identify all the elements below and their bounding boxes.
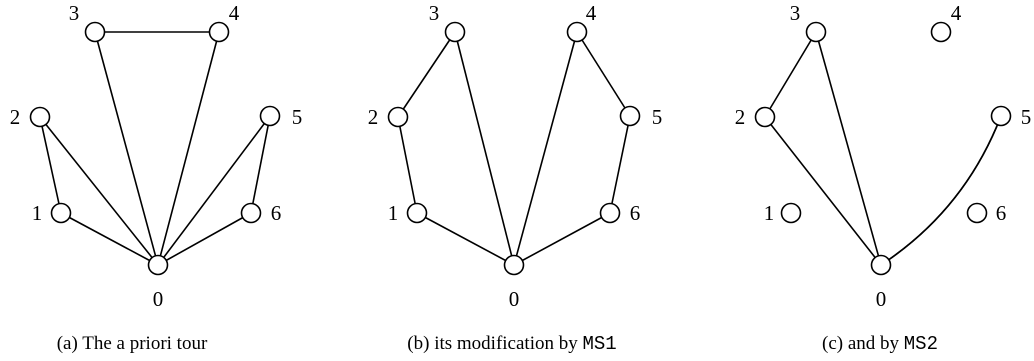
panel-a-edge-6-0: [157, 212, 252, 266]
panel-c-caption: (c) and by MS2: [822, 333, 938, 355]
panel-c-caption-tag: (c): [822, 333, 843, 354]
panel-a-node-label-5: 5: [292, 105, 303, 129]
panel-c-edge-3-0: [815, 31, 882, 266]
panel-a-edge-2-0: [39, 116, 159, 266]
panel-b-edge-4-5: [576, 31, 631, 117]
panel-b-edge-5-6: [609, 115, 631, 214]
panel-a-nodes: 0 1 2 3 4 5 6: [10, 1, 303, 311]
panel-a-node-5: [259, 105, 281, 127]
panel-b: 0 1 2 3 4 5 6 (b) its modification by MS1: [368, 1, 663, 355]
panel-c-edge-0-5-arc: [880, 115, 1002, 266]
panel-c-node-label-1: 1: [764, 201, 775, 225]
panel-c-node-3: [805, 21, 827, 43]
panel-b-edge-6-0: [513, 212, 611, 266]
panel-c-node-2: [754, 106, 776, 128]
panel-a-node-1: [50, 202, 72, 224]
panel-c-node-6-skipped: [966, 202, 988, 224]
panel-b-edges: [397, 31, 631, 266]
panel-b-nodes: 0 1 2 3 4 5 6: [368, 1, 663, 311]
panel-a-node-3: [84, 21, 106, 43]
panel-c-edge-0-2: [764, 116, 882, 266]
panel-c-node-label-5: 5: [1021, 105, 1032, 129]
panel-b-node-label-4: 4: [586, 1, 597, 25]
panel-c-node-label-2: 2: [735, 105, 746, 129]
panel-b-node-6: [599, 202, 621, 224]
panel-b-node-label-5: 5: [652, 105, 663, 129]
panel-b-edge-0-1: [416, 212, 515, 266]
panel-a-edge-0-1: [60, 212, 159, 266]
panel-c-node-label-4: 4: [951, 1, 962, 25]
panel-a-edges: [39, 31, 271, 266]
panel-a-node-label-6: 6: [271, 201, 282, 225]
panel-c-nodes: 0 1 2 3 4 5 6: [735, 1, 1032, 311]
panel-a-edge-0-5: [157, 115, 271, 266]
panel-a-node-label-2: 2: [10, 105, 21, 129]
panel-a-edge-1-2: [39, 116, 62, 214]
panel-c-edge-2-3: [764, 31, 817, 118]
panel-b-caption-text: its modification by: [434, 333, 578, 354]
panel-c-node-label-3: 3: [790, 1, 801, 25]
panel-b-edge-1-2: [397, 116, 418, 214]
panel-b-node-4: [566, 21, 588, 43]
panel-c-node-label-6: 6: [996, 201, 1007, 225]
panel-b-node-label-0: 0: [509, 287, 520, 311]
panel-c-caption-text: and by: [848, 333, 900, 354]
panel-a-node-label-3: 3: [69, 1, 80, 25]
panel-b-node-1: [406, 202, 428, 224]
panel-b-edge-0-4: [513, 31, 578, 266]
panel-b-edge-3-0: [454, 31, 515, 266]
panel-b-caption-code: MS1: [582, 333, 616, 355]
panel-b-node-label-1: 1: [388, 201, 399, 225]
panel-b-caption: (b) its modification by MS1: [407, 333, 616, 355]
panel-c: 0 1 2 3 4 5 6 (c) and by MS2: [735, 1, 1032, 355]
panel-a-node-label-0: 0: [153, 287, 164, 311]
panel-b-node-0: [503, 254, 525, 276]
panel-b-node-3: [444, 21, 466, 43]
panel-a-node-label-4: 4: [229, 1, 240, 25]
panel-c-node-4-skipped: [930, 21, 952, 43]
panel-b-node-5: [619, 105, 641, 127]
panel-c-node-0: [870, 254, 892, 276]
panel-a-edge-0-3: [94, 31, 159, 266]
panel-b-node-label-6: 6: [630, 201, 641, 225]
panel-c-edges: [764, 31, 1002, 266]
panel-a-caption-text: The a priori tour: [82, 333, 208, 354]
panel-c-node-5: [990, 105, 1012, 127]
panel-a-node-4: [208, 21, 230, 43]
panel-c-caption-code: MS2: [904, 333, 938, 355]
panel-a-node-6: [240, 202, 262, 224]
panel-b-node-label-3: 3: [429, 1, 440, 25]
panel-a-node-2: [29, 106, 51, 128]
panel-a: 0 1 2 3 4 5 6 (a) The a priori tour: [10, 1, 303, 354]
panel-a-node-label-1: 1: [32, 201, 43, 225]
panel-b-node-label-2: 2: [368, 105, 379, 129]
panel-b-edge-2-3: [397, 31, 456, 118]
panel-c-node-label-0: 0: [876, 287, 887, 311]
panel-a-edge-4-0: [157, 31, 220, 266]
panel-b-node-2: [387, 106, 409, 128]
panel-a-caption-tag: (a): [57, 333, 78, 354]
panel-b-caption-tag: (b): [407, 333, 429, 354]
panel-a-edge-5-6: [250, 115, 271, 214]
panel-c-edge-5-0-arc: [880, 115, 1002, 266]
panel-a-caption: (a) The a priori tour: [57, 333, 208, 354]
panel-a-node-0: [147, 254, 169, 276]
panel-c-node-1-skipped: [780, 202, 802, 224]
